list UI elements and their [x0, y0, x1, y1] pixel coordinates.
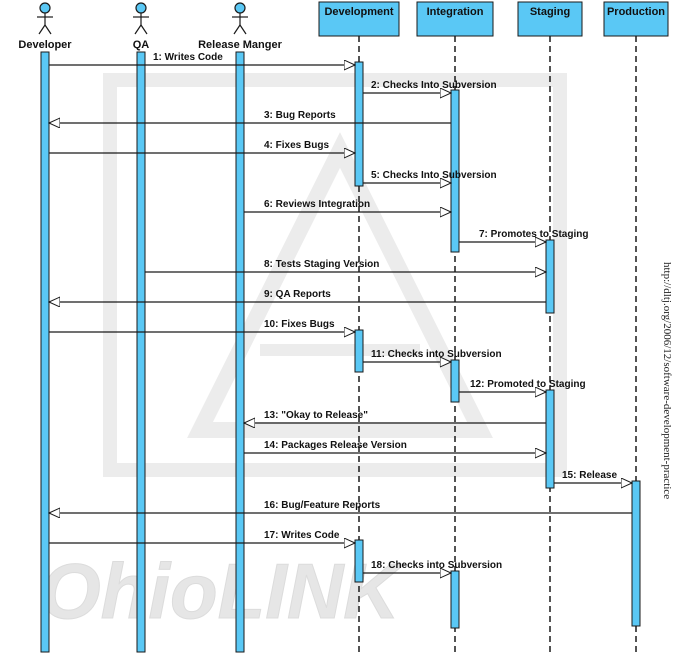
message-11: 11: Checks into Subversion: [363, 349, 502, 362]
message-12: 12: Promoted to Staging: [459, 379, 586, 392]
stick-figure-icon: [133, 2, 149, 35]
message-label: 15: Release: [562, 470, 617, 481]
header-box: [318, 1, 400, 37]
lifeline-developer: [40, 51, 50, 653]
message-8: 8: Tests Staging Version: [145, 259, 546, 272]
actor-release-manager: Release Manger: [198, 2, 283, 51]
message-label: 6: Reviews Integration: [264, 199, 370, 210]
actor-label: Release Manger: [198, 39, 282, 51]
message-label: 17: Writes Code: [264, 530, 340, 541]
message-18: 18: Checks into Subversion: [363, 560, 502, 573]
message-10: 10: Fixes Bugs: [49, 319, 355, 332]
header-production: Production: [603, 1, 669, 37]
header-box: [416, 1, 494, 37]
header-staging: Staging: [517, 1, 583, 37]
header-development: Development: [318, 1, 400, 37]
message-label: 2: Checks Into Subversion: [371, 80, 497, 91]
watermark: OhioLINK: [40, 73, 567, 636]
message-label: 9: QA Reports: [264, 289, 331, 300]
message-7: 7: Promotes to Staging: [459, 229, 588, 242]
activation-bar-staging: [545, 239, 555, 314]
header-label: Development: [324, 6, 393, 18]
message-label: 8: Tests Staging Version: [264, 259, 379, 270]
message-16: 16: Bug/Feature Reports: [49, 500, 632, 513]
message-17: 17: Writes Code: [49, 530, 355, 543]
message-5: 5: Checks Into Subversion: [363, 170, 497, 183]
message-label: 12: Promoted to Staging: [470, 379, 586, 390]
header-box: [603, 1, 669, 37]
lifeline-release-manager: [235, 51, 245, 653]
activation-bar-development: [354, 539, 364, 583]
activation-bar-staging: [545, 389, 555, 489]
activation-bar-development: [354, 61, 364, 187]
activation-bar-integration: [450, 89, 460, 253]
header-label: Production: [607, 6, 665, 18]
actor-qa: QA: [133, 2, 150, 51]
message-label: 5: Checks Into Subversion: [371, 170, 497, 181]
actors: Developer QA Release Manger: [18, 2, 283, 51]
activations: [354, 61, 641, 629]
message-9: 9: QA Reports: [49, 289, 546, 302]
message-label: 4: Fixes Bugs: [264, 140, 329, 151]
message-6: 6: Reviews Integration: [244, 199, 451, 212]
actor-label: Developer: [18, 39, 72, 51]
environment-headers: Development Integration Staging Production: [318, 1, 669, 37]
header-label: Staging: [530, 6, 570, 18]
activation-bar-integration: [450, 570, 460, 629]
side-url-text: http://dltj.org/2006/12/software-develop…: [661, 262, 673, 499]
message-3: 3: Bug Reports: [49, 110, 451, 123]
header-label: Integration: [427, 6, 484, 18]
message-label: 18: Checks into Subversion: [371, 560, 502, 571]
actor-developer: Developer: [18, 2, 72, 51]
message-label: 7: Promotes to Staging: [479, 229, 588, 240]
message-2: 2: Checks Into Subversion: [363, 80, 497, 93]
activation-bar-integration: [450, 359, 460, 403]
message-14: 14: Packages Release Version: [244, 440, 546, 453]
message-label: 13: "Okay to Release": [264, 410, 368, 421]
message-label: 14: Packages Release Version: [264, 440, 407, 451]
message-label: 1: Writes Code: [153, 52, 223, 63]
message-label: 16: Bug/Feature Reports: [264, 500, 381, 511]
message-4: 4: Fixes Bugs: [49, 140, 355, 153]
message-1: 1: Writes Code: [49, 52, 355, 65]
message-label: 11: Checks into Subversion: [371, 349, 502, 360]
messages: 1: Writes Code 2: Checks Into Subversion 3…: [49, 52, 632, 573]
watermark-text: OhioLINK: [40, 547, 405, 635]
activation-bar-production: [631, 480, 641, 627]
message-15: 15: Release: [554, 470, 632, 483]
watermark-logo-icon: [103, 73, 567, 477]
stick-figure-icon: [232, 2, 248, 35]
lifeline-qa: [136, 51, 146, 653]
stick-figure-icon: [37, 2, 53, 35]
header-integration: Integration: [416, 1, 494, 37]
actor-label: QA: [133, 39, 150, 51]
message-label: 3: Bug Reports: [264, 110, 336, 121]
header-box: [517, 1, 583, 37]
activation-bar-development: [354, 329, 364, 373]
message-13: 13: "Okay to Release": [244, 410, 546, 423]
message-label: 10: Fixes Bugs: [264, 319, 335, 330]
